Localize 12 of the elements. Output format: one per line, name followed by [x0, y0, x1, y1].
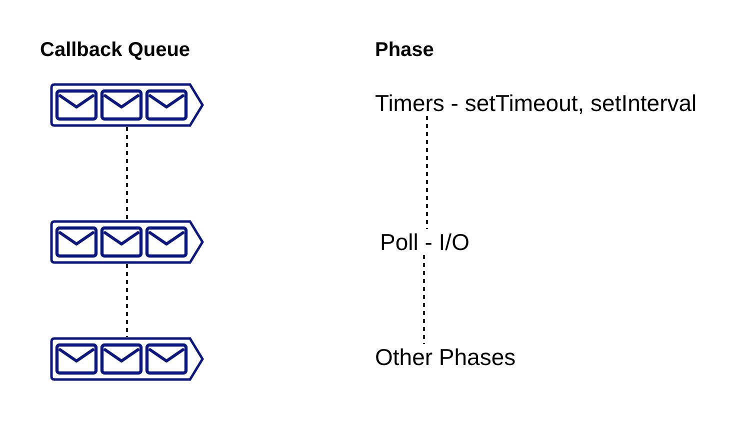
phase-text: Timers - setTimeout, setInterval: [375, 90, 697, 116]
dashed-connector: [126, 127, 128, 220]
column-heading: Phase: [375, 38, 434, 62]
dashed-connector: [426, 116, 428, 229]
phase-text: Other Phases: [375, 344, 516, 370]
phase-text: Poll - I/O: [380, 229, 470, 255]
dashed-connector: [423, 255, 425, 344]
message-queue-icon: [50, 220, 204, 264]
message-queue-icon: [50, 337, 204, 381]
message-queue-icon: [50, 83, 204, 127]
dashed-connector: [126, 264, 128, 337]
column-heading: Callback Queue: [40, 38, 190, 62]
